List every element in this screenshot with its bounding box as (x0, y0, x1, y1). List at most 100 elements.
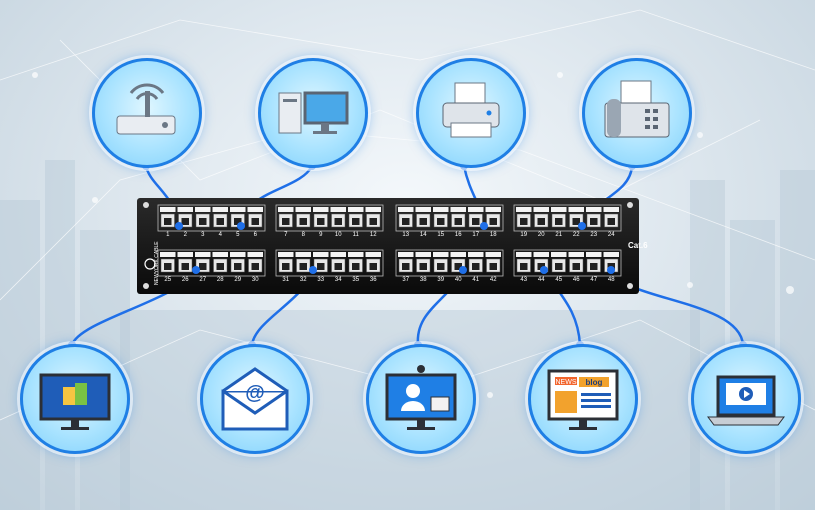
port-label-strip (348, 207, 364, 212)
blog-node[interactable]: NEWS blog (528, 344, 638, 454)
port-number: 10 (335, 232, 342, 238)
rj45-port-opening (181, 218, 189, 225)
rj45-port-opening (472, 263, 480, 270)
port-label-strip (586, 252, 602, 257)
top-row-port-group (157, 204, 266, 232)
port-label-strip (212, 252, 228, 257)
desktop-computer-node[interactable] (258, 58, 368, 168)
port-label-strip (450, 252, 466, 257)
port-number: 37 (402, 277, 409, 283)
rj45-port-opening (489, 263, 497, 270)
port-number: 17 (472, 232, 479, 238)
router-node[interactable] (92, 58, 202, 168)
port-label-strip (398, 252, 414, 257)
email-node[interactable]: @ (200, 344, 310, 454)
rj45-port-opening (437, 263, 445, 270)
port-label-strip (330, 252, 346, 257)
laptop-video-icon (707, 375, 785, 426)
port-label-strip (551, 207, 567, 212)
rj45-port-opening (590, 263, 598, 270)
port-number: 6 (254, 232, 258, 238)
fax-node[interactable] (582, 58, 692, 168)
port-label-strip (230, 252, 246, 257)
bottom-row-port-group (157, 249, 266, 277)
rj45-port-opening (590, 218, 598, 225)
rj45-port-opening (607, 218, 615, 225)
rj45-port-opening (216, 218, 224, 225)
port-number: 41 (472, 277, 479, 283)
port-number: 16 (455, 232, 462, 238)
port-number: 9 (319, 232, 323, 238)
port-label-strip (468, 207, 484, 212)
port-label-strip (160, 252, 176, 257)
port-label-strip (568, 252, 584, 257)
port-number: 14 (420, 232, 427, 238)
port-number: 1 (166, 232, 170, 238)
rj45-port-opening (282, 218, 290, 225)
desktop-computer-icon (278, 91, 349, 134)
printer-icon (442, 82, 500, 138)
port-label-strip (278, 207, 294, 212)
port-number: 42 (490, 277, 497, 283)
port-label-strip (195, 207, 211, 212)
news-label: NEWS (556, 379, 577, 386)
port-number: 2 (184, 232, 188, 238)
port-number: 34 (335, 277, 342, 283)
rj45-port-opening (334, 263, 342, 270)
port-number: 27 (199, 277, 206, 283)
port-label-strip (533, 252, 549, 257)
port-label-strip (433, 207, 449, 212)
port-label-strip (313, 252, 329, 257)
bottom-row-port-group (513, 249, 622, 277)
port-number: 30 (252, 277, 259, 283)
rj45-port-opening (299, 263, 307, 270)
rj45-port-opening (199, 218, 207, 225)
rj45-port-opening (555, 263, 563, 270)
port-label-strip (415, 252, 431, 257)
blog-label: blog (586, 378, 603, 387)
rj45-port-opening (251, 218, 259, 225)
rj45-port-opening (317, 263, 325, 270)
port-label-strip (295, 252, 311, 257)
video-conference-icon (385, 365, 457, 430)
rj45-port-opening (299, 218, 307, 225)
news-blog-monitor-icon: NEWS blog (547, 369, 619, 430)
laptop-node[interactable] (691, 344, 801, 454)
port-number: 45 (555, 277, 562, 283)
port-number: 12 (370, 232, 377, 238)
port-label-strip (247, 207, 263, 212)
rj45-port-opening (352, 218, 360, 225)
rj45-port-opening (164, 263, 172, 270)
rj45-port-opening (437, 218, 445, 225)
rj45-port-opening (520, 218, 528, 225)
rj45-port-opening (555, 218, 563, 225)
fax-machine-icon (604, 80, 670, 138)
rj45-port-opening (572, 263, 580, 270)
monitor-node[interactable] (20, 344, 130, 454)
port-number: 40 (455, 277, 462, 283)
port-label-strip (485, 207, 501, 212)
bottom-row-port-group (395, 249, 504, 277)
port-label-strip (516, 252, 532, 257)
port-label-strip (533, 207, 549, 212)
port-number: 39 (437, 277, 444, 283)
printer-node[interactable] (416, 58, 526, 168)
port-label-strip (348, 252, 364, 257)
port-label-strip (485, 252, 501, 257)
port-number: 8 (302, 232, 306, 238)
top-row-port-group (513, 204, 622, 232)
glow-dots (32, 72, 794, 398)
port-label-strip (568, 207, 584, 212)
port-label-strip (278, 252, 294, 257)
rj45-port-opening (251, 263, 259, 270)
port-number: 36 (370, 277, 377, 283)
rj45-port-opening (402, 263, 410, 270)
port-label-strip (313, 207, 329, 212)
port-number: 48 (608, 277, 615, 283)
port-label-strip (551, 252, 567, 257)
video-conference-node[interactable] (366, 344, 476, 454)
port-number: 26 (182, 277, 189, 283)
port-number: 23 (590, 232, 597, 238)
rj45-port-opening (317, 218, 325, 225)
